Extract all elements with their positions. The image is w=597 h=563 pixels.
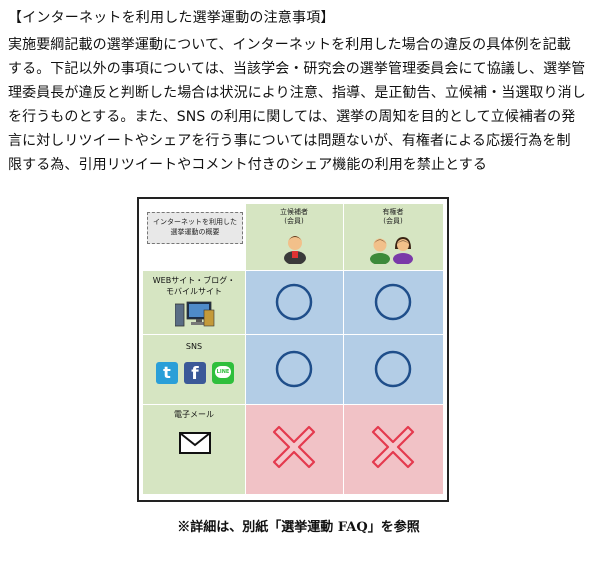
row-label: 電子メール xyxy=(174,410,214,419)
allowed-circle-mark xyxy=(374,283,412,321)
row-label: SNS xyxy=(185,342,203,351)
facebook-icon: f xyxy=(184,362,206,384)
voter-man-icon xyxy=(370,238,390,264)
prohibited-cross-mark xyxy=(272,425,316,469)
allowed-circle-mark xyxy=(275,350,313,388)
candidate-person-icon xyxy=(284,236,306,264)
column-label: 立候補者 xyxy=(280,208,308,216)
body-line-4: を行うものとする。また、SNS の利用に関しては、選挙の周知を目的として立候補者… xyxy=(8,109,576,125)
grid-divider xyxy=(143,270,443,271)
grid-divider xyxy=(245,204,246,494)
body-line-1: 実施要綱記載の選挙運動について、インターネットを利用した場合の違反の具体例を記載 xyxy=(8,37,571,53)
column-sublabel: (会員) xyxy=(284,217,304,225)
allowed-circle-mark xyxy=(374,350,412,388)
row-sublabel: モバイルサイト xyxy=(166,287,222,296)
cell-web-voter xyxy=(343,270,443,334)
prohibited-cross-mark xyxy=(371,425,415,469)
body-line-5: 言に対しリツイートやシェアを行う事については問題ないが、有権者による応援行為を制 xyxy=(8,133,571,149)
corner-label-line-2: 選挙運動の概要 xyxy=(170,228,220,236)
section-heading: 【インターネットを利用した選挙運動の注意事項】 xyxy=(8,10,335,26)
line-icon-bubble: LINE xyxy=(215,366,231,378)
column-label: 有権者 xyxy=(382,208,404,216)
cell-sns-voter xyxy=(343,334,443,404)
body-line-6: 限する為、引用リツイートやコメント付きのシェア機能の利用を禁止とする xyxy=(8,157,487,173)
section-body: 実施要綱記載の選挙運動について、インターネットを利用した場合の違反の具体例を記載… xyxy=(8,33,590,177)
grid-divider xyxy=(143,404,443,405)
twitter-icon: t xyxy=(156,362,178,384)
row-header-web: WEBサイト・ブログ・ モバイルサイト xyxy=(143,275,245,297)
computer-icon xyxy=(175,301,215,327)
corner-label: インターネットを利用した 選挙運動の概要 xyxy=(147,212,243,244)
line-icon: LINE xyxy=(212,362,234,384)
summary-figure: インターネットを利用した 選挙運動の概要 立候補者 (会員) 有権者 (会員) xyxy=(137,197,449,502)
column-header-candidate: 立候補者 (会員) xyxy=(245,208,343,226)
row-label: WEBサイト・ブログ・ xyxy=(152,276,236,285)
cell-sns-candidate xyxy=(245,334,343,404)
body-line-3: 理委員長が違反と判断した場合は状況により注意、指導、是正勧告、立候補・当選取り消… xyxy=(8,85,586,101)
voter-woman-icon xyxy=(393,237,413,264)
summary-grid: インターネットを利用した 選挙運動の概要 立候補者 (会員) 有権者 (会員) xyxy=(143,204,443,494)
corner-label-line-1: インターネットを利用した xyxy=(153,218,237,226)
grid-divider xyxy=(143,334,443,335)
row-header-email: 電子メール xyxy=(143,409,245,420)
mail-envelope-icon xyxy=(179,432,211,454)
column-header-voter: 有権者 (会員) xyxy=(343,208,443,226)
allowed-circle-mark xyxy=(275,283,313,321)
cell-web-candidate xyxy=(245,270,343,334)
grid-divider xyxy=(343,204,344,494)
faq-reference-caption: ※詳細は、別紙「選挙運動 FAQ」を参照 xyxy=(177,520,420,535)
column-sublabel: (会員) xyxy=(383,217,403,225)
row-header-sns: SNS xyxy=(143,341,245,352)
body-line-2: する。下記以外の事項については、当該学会・研究会の選挙管理委員会にて協議し、選挙… xyxy=(8,61,586,77)
